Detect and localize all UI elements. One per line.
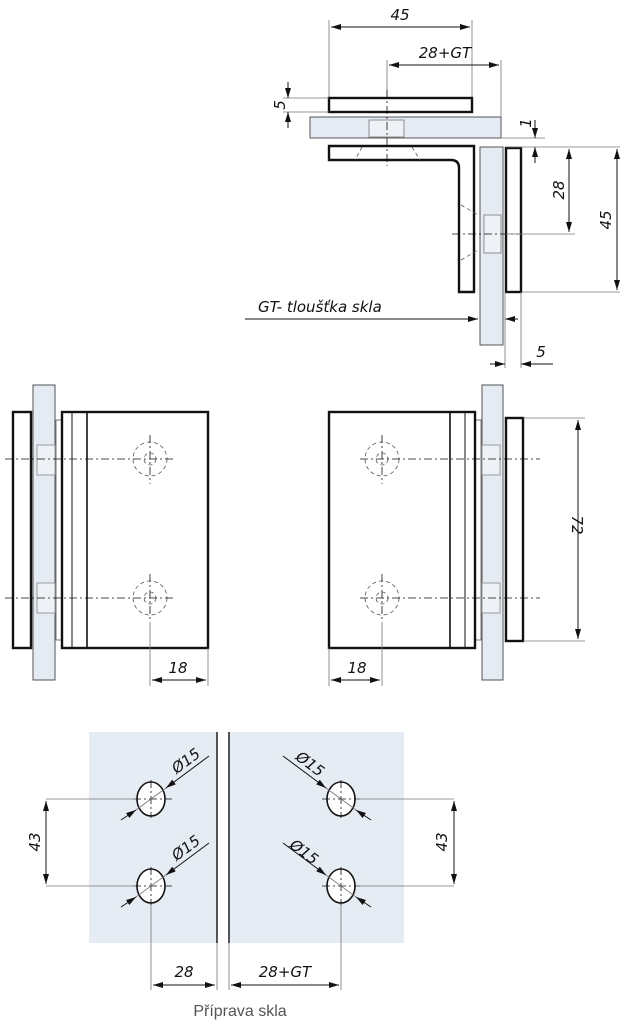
glass-preparation: Ø15 Ø15 Ø15 Ø15 43 43 28 [26, 732, 457, 1020]
dim-hole-offset-label: 28+GT [419, 44, 473, 62]
dim-plate-thickness-label: 5 [271, 100, 289, 110]
left-edge-offset-label: 28 [174, 963, 193, 981]
dim-total-height-label: 72 [568, 515, 586, 534]
l-bracket [327, 144, 476, 294]
glass-panel-left [89, 732, 217, 943]
glass-panel-right [229, 732, 404, 943]
glass-horizontal [309, 116, 502, 139]
clamp-plate-outer [504, 146, 523, 294]
left-side-view: 18 [5, 384, 210, 686]
glass-prep-caption: Příprava skla [193, 1003, 286, 1020]
right-dim-hole-edge-label: 18 [347, 659, 366, 677]
dim-hole-height-label: 28 [550, 180, 568, 199]
dim-gap-label: 1 [517, 118, 535, 128]
right-side-view: 72 18 [327, 384, 586, 686]
clamp-plate-top [327, 96, 474, 114]
glass-thickness-note: GT- tloušťka skla [258, 298, 382, 316]
dim-width-label: 45 [390, 6, 409, 24]
left-dim-hole-edge-label: 18 [168, 659, 187, 677]
right-edge-offset-label: 28+GT [259, 963, 313, 981]
right-hole-spacing-label: 43 [433, 832, 451, 851]
top-view: 45 28+GT 5 1 28 45 GT- tloušťka skl [245, 6, 620, 368]
left-hole-spacing-label: 43 [26, 832, 44, 851]
dim-height-label: 45 [597, 210, 615, 229]
dim-outer-plate-label: 5 [536, 343, 546, 361]
glass-insert [368, 119, 405, 138]
